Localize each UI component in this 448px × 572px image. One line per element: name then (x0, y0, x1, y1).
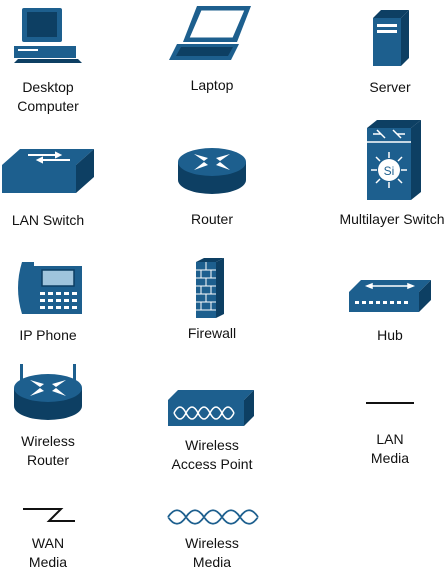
multilayer-switch-item: Si Multilayer Switch (322, 118, 448, 229)
lan-switch-label: LAN Switch (11, 212, 85, 228)
hub-item: Hub (320, 276, 448, 345)
multilayer-switch-label: Multilayer Switch (339, 211, 445, 227)
lan-switch-item: LAN Switch (0, 145, 118, 230)
hub-icon (349, 280, 431, 312)
wireless-media-item: Wireless Media (142, 508, 282, 572)
server-icon (373, 10, 409, 66)
firewall-item: Firewall (142, 256, 282, 343)
wireless-router-item: Wireless Router (0, 362, 118, 470)
wireless-access-point-item: Wireless Access Point (142, 388, 282, 474)
wan-media-label: WAN Media (28, 535, 68, 570)
server-label: Server (369, 79, 411, 95)
wireless-access-point-icon (168, 390, 254, 426)
wan-media-item: WAN Media (0, 506, 118, 572)
multilayer-switch-icon: Si (367, 120, 421, 200)
server-item: Server (320, 8, 448, 97)
wan-media-icon (23, 508, 75, 522)
laptop-icon (169, 6, 251, 60)
router-item: Router (142, 140, 282, 229)
router-icon (178, 148, 246, 194)
wireless-router-label: Wireless Router (21, 433, 75, 468)
wireless-router-icon (14, 364, 82, 420)
lan-media-item: LAN Media (320, 396, 448, 468)
router-label: Router (190, 211, 234, 227)
lan-switch-icon (2, 149, 94, 193)
desktop-computer-item: Desktop Computer (0, 6, 118, 116)
ip-phone-label: IP Phone (19, 327, 77, 343)
hub-label: Hub (377, 327, 403, 343)
lan-media-icon (366, 402, 414, 404)
desktop-computer-icon (14, 8, 82, 63)
desktop-computer-label: Desktop Computer (17, 79, 79, 114)
firewall-label: Firewall (187, 325, 237, 341)
lan-media-label: LAN Media (370, 431, 410, 466)
ip-phone-icon (18, 262, 82, 314)
laptop-label: Laptop (190, 77, 234, 93)
multilayer-badge-text: Si (384, 164, 395, 178)
wireless-media-icon (167, 509, 259, 525)
firewall-icon (196, 258, 224, 318)
ip-phone-item: IP Phone (0, 258, 118, 345)
wireless-access-point-label: Wireless Access Point (171, 437, 253, 472)
wireless-media-label: Wireless Media (185, 535, 239, 570)
laptop-item: Laptop (142, 4, 282, 95)
